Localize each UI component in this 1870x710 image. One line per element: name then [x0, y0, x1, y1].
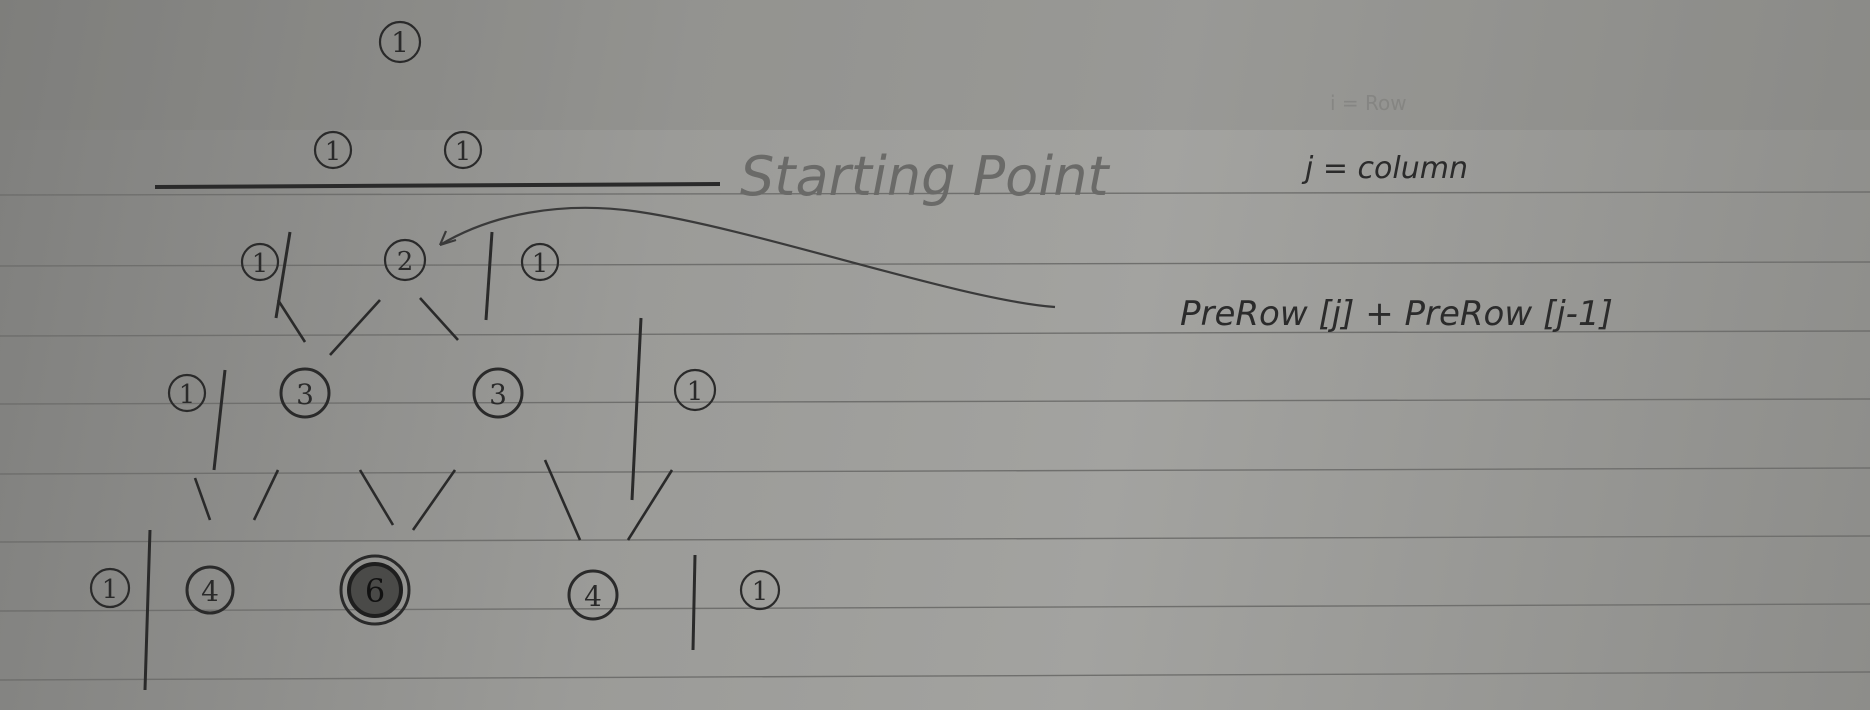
column-note: j = column: [1301, 151, 1468, 186]
cell-value: 1: [687, 377, 704, 407]
triangle-row-4: 1 3 3 1: [167, 367, 717, 419]
cell-value: 1: [179, 380, 196, 410]
cell-value: 3: [489, 378, 507, 411]
triangle-cell: 1: [739, 569, 781, 611]
starting-point-label: Starting Point: [740, 145, 1110, 208]
triangle-cell: 4: [567, 569, 619, 621]
triangle-cell: 1: [167, 373, 207, 413]
cell-value: 4: [201, 575, 219, 608]
triangle-row-2: 1 1: [313, 130, 483, 170]
triangle-cell: 1: [443, 130, 483, 170]
formula-arrow: [438, 206, 1056, 309]
row-note-faint: i = Row: [1330, 91, 1407, 115]
cell-value: 1: [252, 249, 269, 279]
triangle-cell: 3: [279, 367, 331, 419]
triangle-row-3: 1 2 1: [240, 238, 560, 282]
starting-point-underline: [154, 182, 721, 189]
cell-value: 1: [455, 137, 472, 167]
triangle-cell: 1: [673, 368, 717, 412]
cell-value: 1: [752, 577, 769, 607]
triangle-cell: 1: [520, 242, 560, 282]
connector-strokes: [193, 297, 674, 541]
triangle-cell: 2: [383, 238, 427, 282]
formula-note: PreRow [j] + PreRow [j-1]: [1180, 294, 1613, 334]
cell-value: 6: [365, 572, 385, 610]
triangle-cell: 6: [339, 554, 411, 626]
vertical-separators: [143, 231, 697, 691]
triangle-cell: 3: [472, 367, 524, 419]
triangle-row-5: 1 4 6 4 1: [89, 554, 781, 626]
triangle-cell: 4: [185, 565, 235, 615]
triangle-cell: 1: [240, 242, 280, 282]
cell-value: 1: [102, 575, 119, 605]
cell-value: 1: [532, 249, 549, 279]
triangle-row-1: 1: [378, 20, 422, 64]
triangle-cell: 1: [313, 130, 353, 170]
ruled-lines: [0, 191, 1870, 681]
cell-value: 2: [397, 247, 414, 277]
cell-value: 1: [391, 26, 409, 59]
cell-value: 3: [296, 378, 314, 411]
triangle-cell: 1: [378, 20, 422, 64]
shadow: [0, 0, 1870, 130]
triangle-cell: 1: [89, 567, 131, 609]
cell-value: 1: [325, 137, 342, 167]
cell-value: 4: [584, 580, 602, 613]
